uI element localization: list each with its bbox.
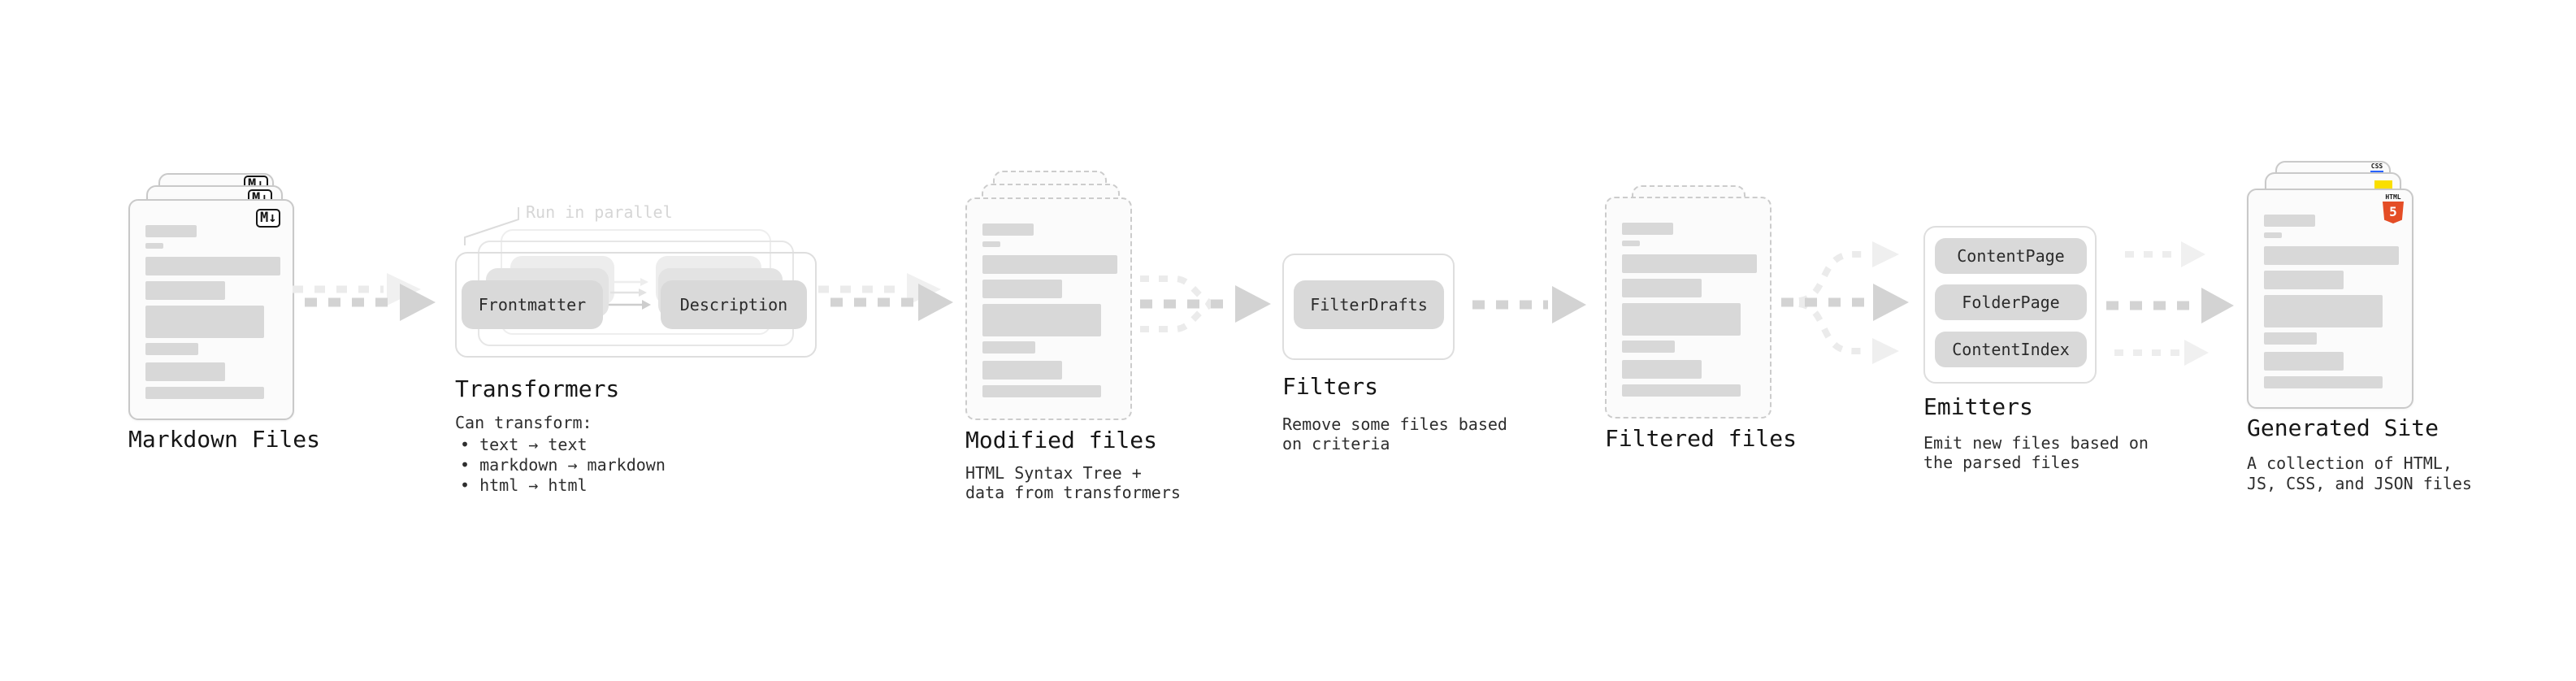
run-in-parallel-annotation: Run in parallel <box>526 202 673 222</box>
arrow-transformers-to-modified <box>818 273 953 321</box>
skeleton-line <box>1622 360 1702 379</box>
description-pill-label: Description <box>679 295 788 314</box>
skeleton-line <box>2264 376 2383 388</box>
generated-site-sublabel: A collection of HTML, JS, CSS, and JSON … <box>2247 453 2472 493</box>
skeleton-line <box>145 243 163 249</box>
transformers-heading: Transformers <box>455 375 620 402</box>
arrow-modified-to-filters-merge <box>1140 275 1271 332</box>
css-icon-label: CSS <box>2370 163 2383 170</box>
markdown-icon: M↓ <box>256 209 281 228</box>
filtered-files-label: Filtered files <box>1605 425 1798 452</box>
arrow-emitters-to-generated <box>2106 241 2234 366</box>
skeleton-line <box>982 385 1101 397</box>
skeleton-line <box>1622 223 1673 235</box>
markdown-files-label: Markdown Files <box>128 426 321 453</box>
skeleton-line <box>145 387 264 399</box>
arrow-filters-to-filtered <box>1472 286 1586 323</box>
skeleton-line <box>1622 241 1640 246</box>
transformers-body-title: Can transform: <box>455 413 592 432</box>
contentpage-pill: ContentPage <box>1935 238 2087 274</box>
transformers-bullet: • text → text <box>460 435 588 454</box>
skeleton-line <box>145 343 198 355</box>
contentindex-pill: ContentIndex <box>1935 332 2087 367</box>
skeleton-line <box>145 281 225 300</box>
arrow-filtered-to-emitters-fanout <box>1781 241 1909 364</box>
skeleton-line <box>145 306 264 338</box>
skeleton-line <box>982 341 1035 354</box>
modified-files-sublabel: HTML Syntax Tree + data from transformer… <box>965 463 1181 502</box>
emitters-heading: Emitters <box>1923 393 2033 420</box>
skeleton-line <box>145 362 225 381</box>
generated-file-card-front: HTML 5 <box>2247 189 2413 409</box>
folderpage-pill-label: FolderPage <box>1962 293 2060 312</box>
generated-site-label: Generated Site <box>2247 414 2439 441</box>
filters-heading: Filters <box>1282 373 1379 400</box>
skeleton-line <box>982 255 1117 274</box>
contentpage-pill-label: ContentPage <box>1957 246 2065 266</box>
folderpage-pill: FolderPage <box>1935 284 2087 320</box>
frontmatter-pill: Frontmatter <box>462 280 603 329</box>
markdown-file-card-front: M↓ <box>128 199 294 420</box>
skeleton-line <box>2264 295 2383 327</box>
skeleton-line <box>1622 303 1741 336</box>
filterdrafts-pill-label: FilterDrafts <box>1310 295 1428 314</box>
skeleton-line <box>2264 271 2344 289</box>
skeleton-line <box>982 223 1034 236</box>
skeleton-line <box>145 257 280 275</box>
filtered-file-card-front <box>1605 197 1772 419</box>
skeleton-line <box>2264 246 2399 265</box>
contentindex-pill-label: ContentIndex <box>1952 340 2070 359</box>
skeleton-line <box>1622 340 1675 353</box>
js-file-icon <box>2374 180 2392 189</box>
skeleton-line <box>1622 279 1702 297</box>
modified-file-card-front <box>965 197 1132 420</box>
skeleton-line <box>145 225 197 237</box>
html5-icon-label: HTML <box>2385 193 2401 201</box>
skeleton-line <box>1622 254 1757 273</box>
transformers-bullet: • html → html <box>460 475 588 495</box>
skeleton-line <box>982 280 1062 298</box>
html5-icon: HTML 5 <box>2383 193 2404 223</box>
skeleton-line <box>2264 352 2344 371</box>
arrow-markdown-to-transformers <box>293 273 436 321</box>
transformer-box-front <box>455 252 817 358</box>
filters-sublabel: Remove some files based on criteria <box>1282 414 1507 453</box>
skeleton-line <box>2264 332 2317 345</box>
skeleton-line <box>982 241 1000 247</box>
skeleton-line <box>1622 384 1741 397</box>
frontmatter-pill-label: Frontmatter <box>478 295 587 314</box>
description-pill: Description <box>661 280 807 329</box>
skeleton-line <box>982 361 1062 380</box>
skeleton-line <box>2264 215 2315 227</box>
html5-icon-shield: 5 <box>2383 202 2404 223</box>
skeleton-line <box>2264 232 2282 238</box>
filterdrafts-pill: FilterDrafts <box>1294 280 1444 329</box>
transformers-bullet: • markdown → markdown <box>460 455 666 475</box>
emitters-sublabel: Emit new files based on the parsed files <box>1923 433 2149 472</box>
modified-files-label: Modified files <box>965 427 1158 453</box>
skeleton-line <box>982 304 1101 336</box>
